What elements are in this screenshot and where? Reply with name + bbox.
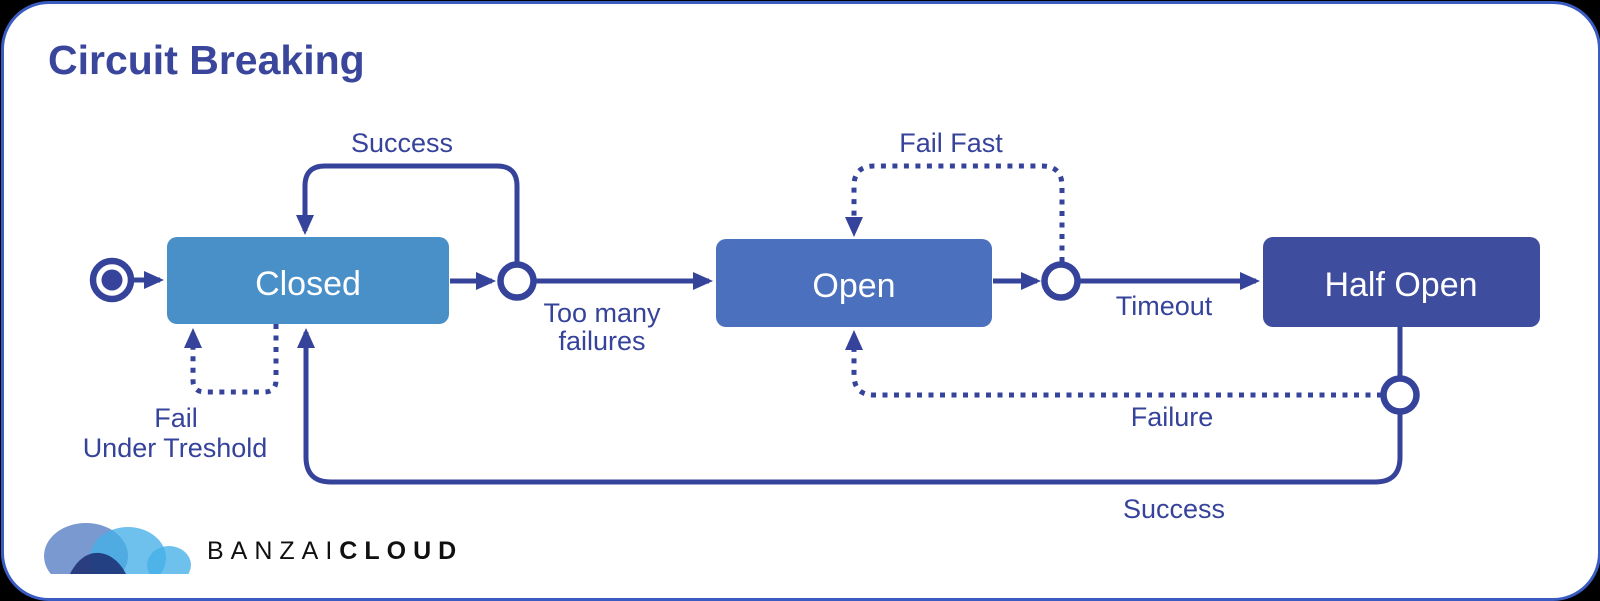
label-fail-fast: Fail Fast <box>899 128 1003 158</box>
edge-success-top-loop <box>296 163 520 263</box>
label-fail-under-line1: Fail <box>154 403 198 433</box>
junction-after-open <box>1041 261 1081 301</box>
start-node-inner-dot <box>101 269 123 291</box>
state-half-open-label: Half Open <box>1324 266 1477 304</box>
state-machine-diagram: Closed Open Half Open Success Fail Fast … <box>83 128 1540 524</box>
label-success-bottom: Success <box>1123 494 1225 524</box>
state-open-label: Open <box>812 267 895 305</box>
state-closed-label: Closed <box>255 265 361 303</box>
label-timeout: Timeout <box>1116 291 1213 321</box>
label-too-many-line1: Too many <box>543 298 661 328</box>
brand-cloud: CLOUD <box>339 537 464 565</box>
state-closed-box <box>167 237 449 324</box>
logo-wave-right <box>147 546 191 574</box>
banzai-cloud-logo-icon <box>44 523 191 574</box>
junction-after-closed <box>497 261 537 301</box>
label-fail-under-line2: Under Treshold <box>83 433 268 463</box>
brand-banzai: BANZAI <box>207 537 340 565</box>
logo-wave-dark <box>70 552 126 574</box>
junction-after-half-open <box>1380 375 1420 415</box>
edge-fail-fast-loop <box>845 163 1065 262</box>
edge-failure-loop <box>845 330 1382 398</box>
label-too-many-line2: failures <box>558 326 645 356</box>
page-title: Circuit Breaking <box>48 37 365 83</box>
banzai-cloud-wordmark: BANZAICLOUD <box>207 537 463 566</box>
edge-success-bottom-loop <box>297 328 1403 485</box>
state-half-open-box <box>1263 237 1540 327</box>
state-open-box <box>716 239 992 327</box>
edge-fail-under-treshold-loop <box>184 324 279 395</box>
label-failure: Failure <box>1131 402 1214 432</box>
label-success-top: Success <box>351 128 453 158</box>
